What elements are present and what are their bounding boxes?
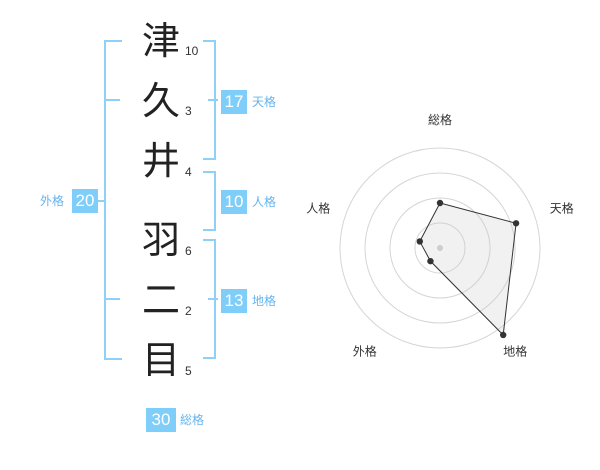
radar-point-4 [427, 257, 434, 265]
stroke-count-2: 3 [185, 104, 192, 118]
gaikaku-tick-1 [104, 99, 120, 101]
soukaku-label: 総格 [180, 413, 205, 427]
jinkaku-bracket [203, 171, 216, 231]
chikaku-label: 地格 [252, 294, 277, 308]
radar-ring-1 [414, 222, 466, 274]
radar-point-2 [512, 220, 520, 227]
radar-ring-2 [389, 197, 491, 299]
radar-point-1 [436, 199, 444, 207]
name-char-6: 目 [141, 338, 180, 382]
name-char-3: 井 [141, 139, 180, 183]
chikaku-badge: 13 [221, 289, 247, 313]
gaikaku-label: 外格 [40, 194, 65, 208]
name-char-1: 津 [141, 19, 180, 63]
name-char-5: 二 [141, 278, 180, 322]
radar-point-5 [416, 238, 423, 245]
radar-point-3 [499, 331, 507, 339]
radar-ring-4 [339, 147, 541, 349]
radar-axis-label-2: 天格 [550, 200, 574, 215]
stroke-count-6: 5 [185, 364, 192, 378]
gaikaku-badge: 20 [72, 189, 98, 213]
radar-axis-label-3: 地格 [503, 344, 527, 359]
stroke-count-1: 10 [185, 44, 199, 58]
radar-ring-3 [364, 172, 516, 324]
radar-area [419, 202, 517, 337]
tenkaku-bracket-tick [208, 99, 218, 101]
gaikaku-connector [96, 200, 106, 202]
stroke-count-4: 6 [185, 244, 192, 258]
radar-axis-label-4: 外格 [353, 344, 377, 359]
name-char-4: 羽 [141, 218, 180, 262]
tenkaku-badge: 17 [221, 90, 247, 114]
jinkaku-label: 人格 [252, 195, 277, 209]
radar-axis-label-1: 総格 [428, 112, 452, 127]
radar-axis-label-5: 人格 [306, 200, 330, 215]
tenkaku-label: 天格 [252, 95, 277, 109]
gaikaku-tick-2 [104, 298, 120, 300]
radar-center [437, 245, 443, 251]
name-char-2: 久 [141, 79, 180, 123]
stroke-count-3: 4 [185, 165, 192, 179]
soukaku-badge: 30 [146, 408, 176, 432]
chikaku-bracket-tick [208, 298, 218, 300]
jinkaku-badge: 10 [221, 190, 247, 214]
stroke-count-5: 2 [185, 304, 192, 318]
